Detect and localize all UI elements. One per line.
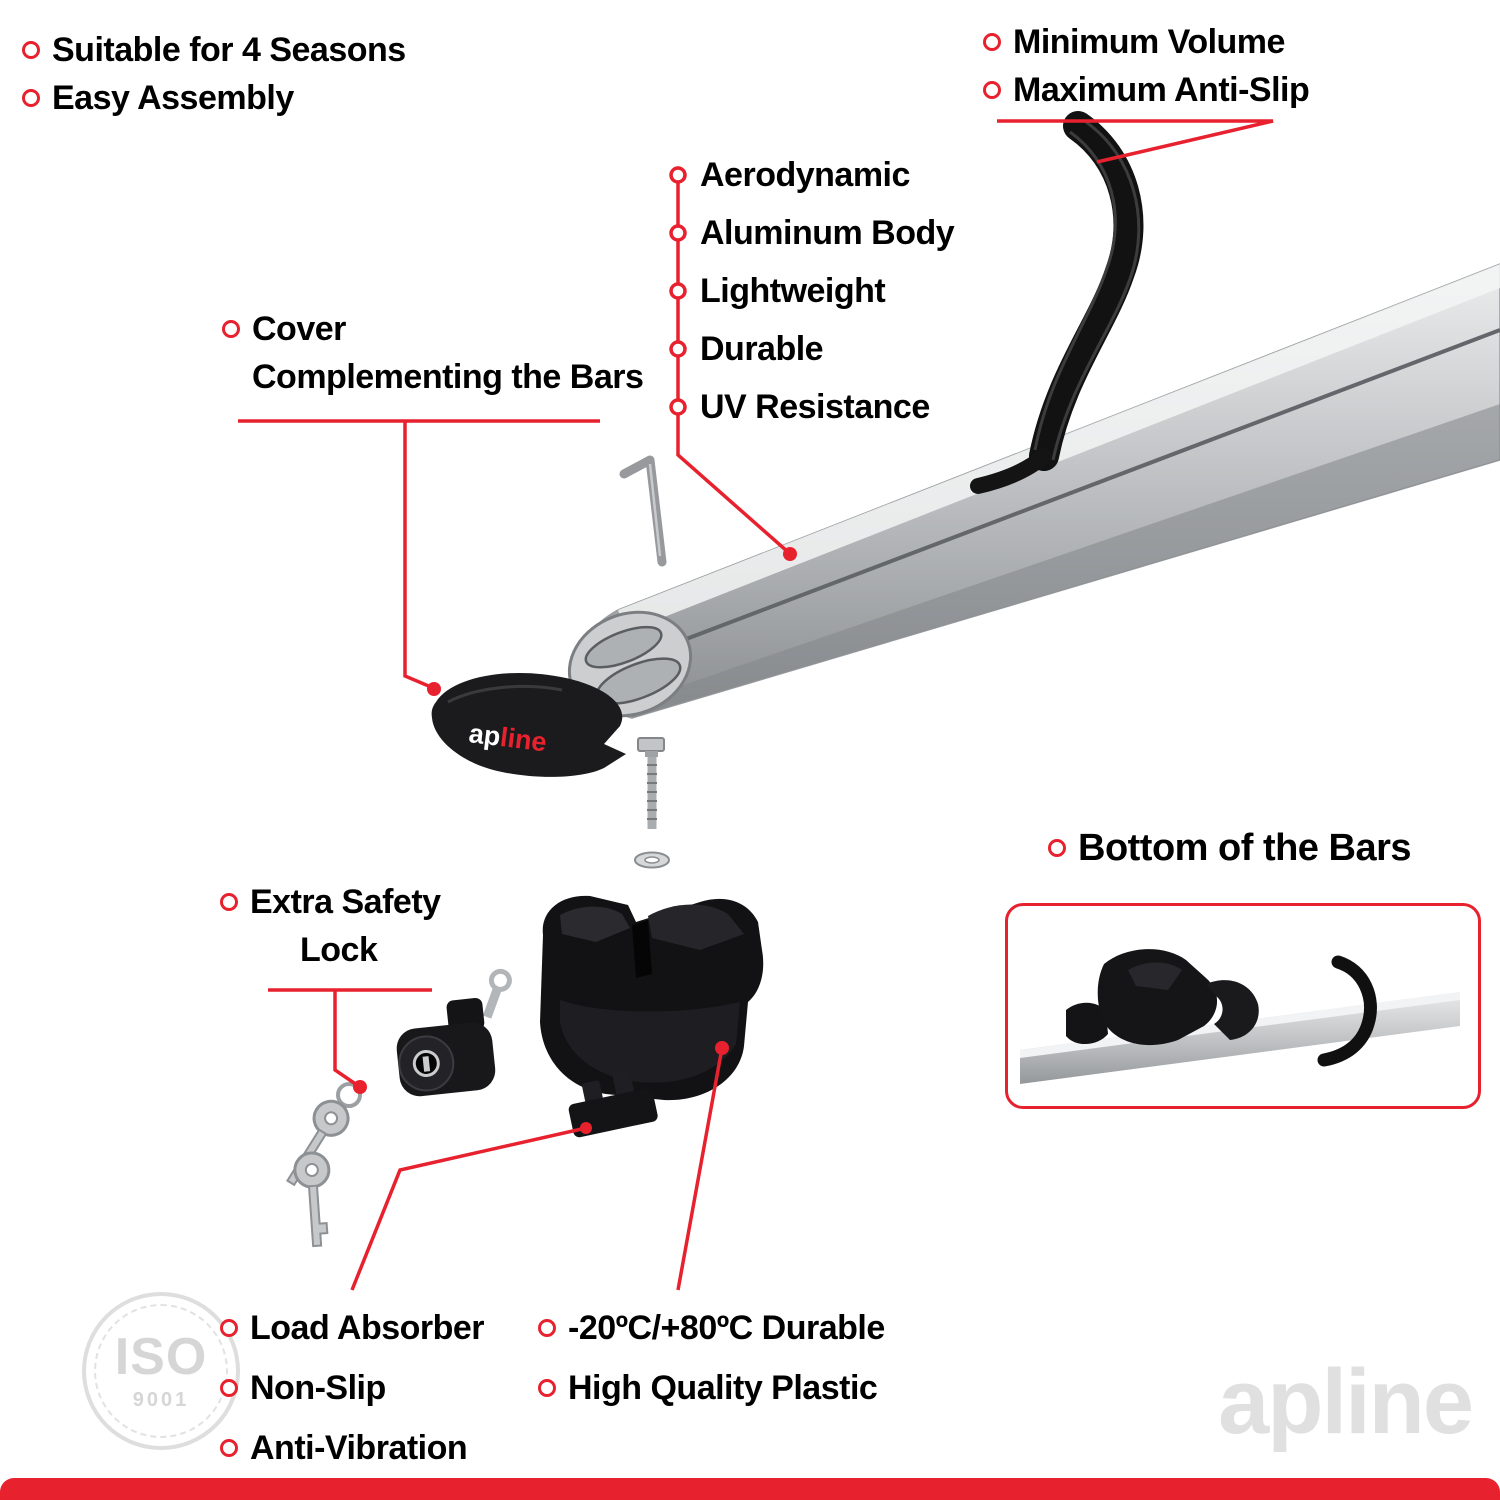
inset-rubber-strip xyxy=(1317,955,1377,1067)
bullet-ring-icon xyxy=(220,1319,238,1337)
bottom-of-bars-label: Bottom of the Bars xyxy=(1048,824,1412,872)
cover-logo-red: line xyxy=(499,722,549,757)
list-item: -20ºC/+80ºC Durable xyxy=(538,1298,885,1358)
safety-lock-part xyxy=(396,968,512,1097)
callout-cover xyxy=(238,419,600,689)
brand-watermark: apline xyxy=(1218,1351,1474,1453)
list-item: Complementing the Bars xyxy=(252,353,644,401)
list-item: Durable xyxy=(700,320,954,378)
feature-label: Easy Assembly xyxy=(52,78,294,117)
list-item: Lock xyxy=(300,926,441,974)
list-item: Anti-Vibration xyxy=(220,1418,484,1478)
callout-lock xyxy=(268,988,432,1087)
footer-accent-bar xyxy=(0,1478,1500,1500)
bottom-of-bars-title: Bottom of the Bars xyxy=(1078,826,1412,869)
list-item: Extra Safety xyxy=(220,878,441,926)
callout-durable xyxy=(676,1047,724,1291)
cover-logo: apline xyxy=(467,718,548,757)
list-item: Easy Assembly xyxy=(22,74,406,122)
callout-load-absorber xyxy=(350,1126,587,1291)
bottom-left-feature-list: Load Absorber Non-Slip Anti-Vibration xyxy=(220,1298,485,1478)
list-item: Load Absorber xyxy=(220,1298,485,1358)
lock-label-line1: Extra Safety xyxy=(250,882,441,921)
bullet-ring-icon xyxy=(983,33,1001,51)
list-item: Aluminum Body xyxy=(700,204,955,262)
feature-bullet-rings xyxy=(669,166,687,416)
callout-lines xyxy=(238,119,1274,1291)
feature-label: Anti-Vibration xyxy=(250,1428,468,1467)
lock-label-line2: Lock xyxy=(300,930,378,969)
feature-label: UV Resistance xyxy=(700,387,930,426)
list-item: Cover xyxy=(222,305,643,353)
callout-dots xyxy=(353,547,797,1134)
bullet-ring-icon xyxy=(538,1319,556,1337)
feature-label: -20ºC/+80ºC Durable xyxy=(568,1308,885,1347)
crossbar-part xyxy=(567,263,1500,719)
bullet-ring-icon xyxy=(222,320,240,338)
feature-label: High Quality Plastic xyxy=(568,1368,878,1407)
list-item: UV Resistance xyxy=(700,378,954,436)
feature-label: Aerodynamic xyxy=(700,155,910,194)
bullet-ring-icon xyxy=(220,1379,238,1397)
top-left-feature-list: Suitable for 4 Seasons Easy Assembly xyxy=(22,26,406,122)
callout-antislip xyxy=(997,119,1274,164)
bullet-ring-icon xyxy=(22,41,40,59)
bottom-of-bars-inset xyxy=(1005,903,1481,1109)
list-item: High Quality Plastic xyxy=(538,1358,885,1418)
feature-label: Non-Slip xyxy=(250,1368,386,1407)
keys-part xyxy=(286,1082,362,1248)
safety-lock-label: Extra Safety Lock xyxy=(220,878,441,974)
bullet-ring-icon xyxy=(1048,839,1066,857)
list-item: Maximum Anti-Slip xyxy=(983,66,1310,114)
top-right-feature-list: Minimum Volume Maximum Anti-Slip xyxy=(983,18,1310,114)
bullet-ring-icon xyxy=(983,81,1001,99)
feature-label: Durable xyxy=(700,329,824,368)
list-item: Bottom of the Bars xyxy=(1048,824,1412,872)
callout-bar-features xyxy=(676,175,790,554)
cover-part: apline xyxy=(431,672,626,777)
cover-label: Cover Complementing the Bars xyxy=(222,305,644,401)
iso-9001-badge: ISO 9001 xyxy=(82,1292,240,1450)
bar-feature-list: Aerodynamic Aluminum Body Lightweight Du… xyxy=(700,146,955,436)
bullet-ring-icon xyxy=(538,1379,556,1397)
feature-label: Minimum Volume xyxy=(1013,22,1285,61)
rubber-strip-part xyxy=(970,111,1144,494)
washer-part xyxy=(634,851,670,869)
bullet-ring-icon xyxy=(220,1439,238,1457)
list-item: Minimum Volume xyxy=(983,18,1309,66)
list-item: Lightweight xyxy=(700,262,954,320)
bullet-ring-icon xyxy=(22,89,40,107)
bottom-mid-feature-list: -20ºC/+80ºC Durable High Quality Plastic xyxy=(538,1298,885,1418)
bullet-ring-icon xyxy=(220,893,238,911)
feature-label: Lightweight xyxy=(700,271,886,310)
feature-label: Maximum Anti-Slip xyxy=(1013,70,1310,109)
foot-clamp-part xyxy=(540,895,764,1101)
list-item: Non-Slip xyxy=(220,1358,484,1418)
feature-label: Suitable for 4 Seasons xyxy=(52,30,406,69)
cover-label-line1: Cover xyxy=(252,309,346,348)
cover-label-line2: Complementing the Bars xyxy=(252,357,644,396)
cover-logo-white: ap xyxy=(467,718,502,752)
list-item: Suitable for 4 Seasons xyxy=(22,26,406,74)
feature-label: Aluminum Body xyxy=(700,213,955,252)
inset-clamp xyxy=(1097,949,1259,1046)
feature-label: Load Absorber xyxy=(250,1308,485,1347)
inset-end-cap xyxy=(1066,1002,1108,1045)
list-item: Aerodynamic xyxy=(700,146,954,204)
allen-key-part xyxy=(619,455,667,567)
bolt-part xyxy=(637,737,665,829)
iso-badge-inner-ring xyxy=(94,1304,228,1438)
bottom-of-bars-illustration xyxy=(1020,949,1460,1084)
